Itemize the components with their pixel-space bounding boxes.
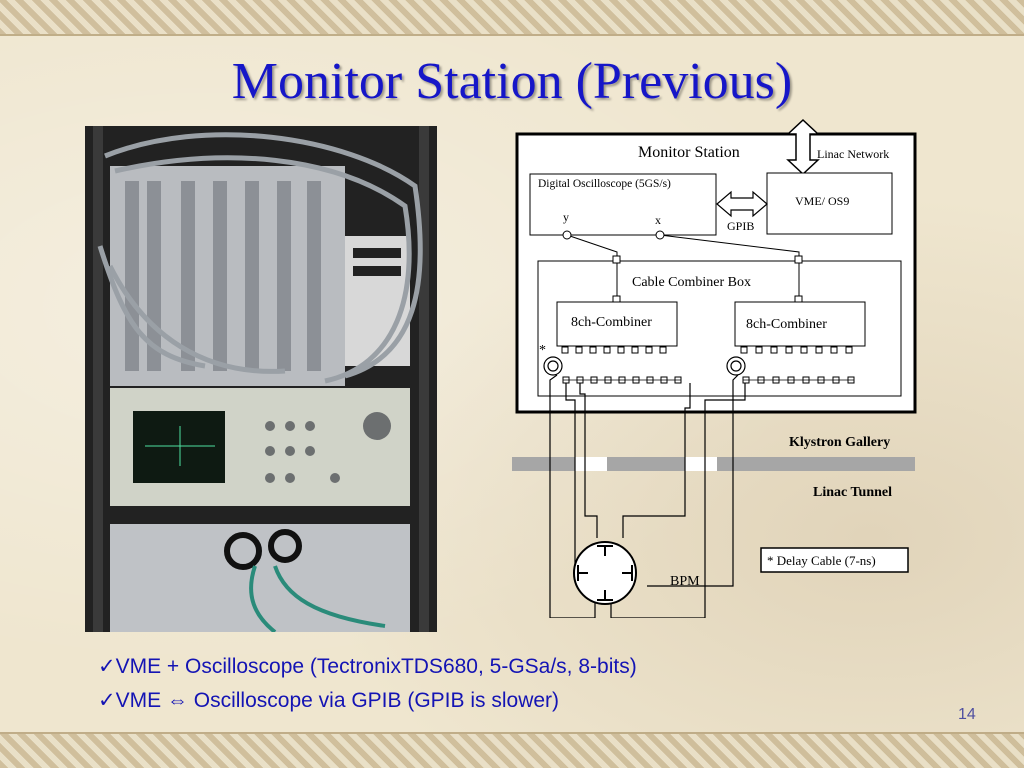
rack-photo-illustration [85, 126, 437, 632]
slide-title: Monitor Station (Previous) [231, 53, 793, 110]
bpm-symbol [573, 541, 637, 605]
page-number: 14 [958, 706, 976, 723]
bpm-label: BPM [670, 574, 700, 589]
klystron-gallery-label: Klystron Gallery [789, 435, 890, 450]
bullet-list: ✓VME + Oscilloscope (TectronixTDS680, 5-… [98, 650, 898, 718]
decorative-bottom-border [0, 732, 1024, 768]
decorative-top-border [0, 0, 1024, 36]
gpib-label: GPIB [727, 219, 754, 233]
x-input-connector [655, 230, 665, 240]
monitor-station-label: Monitor Station [638, 144, 740, 161]
y-input-connector [562, 230, 572, 240]
combiner-right-box [734, 301, 866, 347]
y-channel-label: y [563, 210, 569, 224]
linac-tunnel-label: Linac Tunnel [813, 485, 892, 500]
linac-network-label: Linac Network [817, 147, 889, 161]
digital-oscilloscope-box [529, 173, 717, 236]
bullet-item: ✓VME ⇔ Oscilloscope via GPIB (GPIB is sl… [98, 689, 560, 712]
combiner-left-box [556, 301, 678, 347]
bullet-item: ✓VME + Oscilloscope (TectronixTDS680, 5-… [98, 655, 637, 678]
oscilloscope-to-combiner-cables [566, 234, 800, 300]
delay-cable-coil-left [543, 356, 563, 376]
combiner-right-ports [740, 346, 853, 354]
x-channel-label: x [655, 213, 661, 227]
delay-marker: * [539, 343, 546, 358]
combiner-right-label: 8ch-Combiner [746, 317, 827, 332]
combiner-left-label: 8ch-Combiner [571, 315, 652, 330]
vme-os9-label: VME/ OS9 [795, 194, 849, 208]
vme-os9-box [766, 172, 893, 235]
monitor-station-diagram: Monitor Station Linac Network Digital Os… [512, 118, 917, 618]
cable-combiner-box-label: Cable Combiner Box [632, 275, 751, 290]
delay-cable-legend: * Delay Cable (7-ns) [767, 553, 876, 568]
delay-cable-coil-right [726, 356, 746, 376]
gpib-arrow [716, 190, 768, 218]
delay-cable-legend-box [760, 547, 909, 573]
equipment-rack-photo [85, 126, 437, 632]
combiner-left-ports [561, 346, 667, 354]
digital-oscilloscope-label: Digital Oscilloscope (5GS/s) [538, 178, 671, 190]
